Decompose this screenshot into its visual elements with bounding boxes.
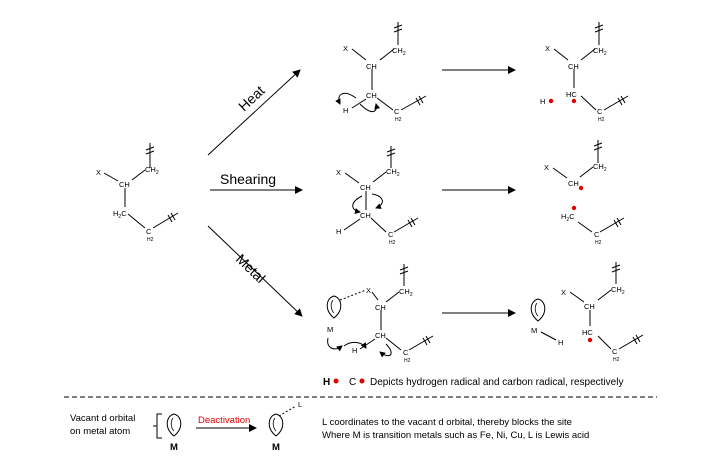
atom-h: H [558, 338, 563, 347]
heat-intermediate: X CH CH2 CH H C H2 [335, 22, 427, 123]
vacant-orbital-label-line2: on metal atom [70, 426, 130, 437]
atom-ch: CH [375, 331, 386, 340]
deactivation-label: Deactivation [198, 415, 250, 426]
atom-x: X [336, 168, 341, 177]
atom-h: H [540, 97, 545, 106]
atom-ch: CH [568, 62, 579, 71]
atom-x: X [561, 288, 566, 297]
electron-shift-arrow [379, 343, 392, 358]
d-orbital-icon [166, 413, 182, 437]
note-line2: Where M is transition metals such as Fe,… [322, 430, 589, 441]
atom-ch2: CH2 [145, 165, 159, 176]
electron-shift-arrow [352, 195, 363, 214]
atom-h: H [336, 227, 341, 236]
atom-c: C [597, 107, 603, 116]
shearing-intermediate: X CH CH2 CH H C H2 [336, 146, 419, 246]
shearing-pathway: Shearing [210, 171, 303, 194]
atom-x: X [545, 44, 550, 53]
atom-h2-subscript: H2 [147, 237, 154, 243]
metal-pathway: Metal [207, 225, 303, 317]
shearing-product: X CH CH2 H2C C H2 [544, 140, 625, 246]
carbon-radical-dot [578, 185, 584, 191]
atom-ch2: CH2 [593, 162, 607, 173]
atom-ch2: CH2 [399, 287, 413, 298]
atom-h: H [343, 106, 348, 115]
lewis-acid-l-label: L [298, 400, 302, 409]
radical-legend: H C Depicts hydrogen radical and carbon … [323, 377, 623, 388]
vacant-orbital-label-line1: Vacant d orbital [70, 413, 135, 424]
d-orbital-icon [268, 413, 284, 437]
atom-h2-subscript: H2 [598, 117, 605, 123]
d-orbital-icon [530, 298, 546, 322]
heat-pathway: Heat [207, 69, 301, 156]
carbon-radical-dot [571, 98, 577, 104]
atom-c: C [594, 230, 600, 239]
atom-h2-subscript: H2 [404, 358, 411, 364]
starting-polymer-chain: X CH CH2 H2C C H2 [96, 143, 179, 243]
carbon-radical-dot [359, 378, 365, 384]
d-orbital-icon [326, 295, 342, 319]
atom-ch: CH [119, 180, 130, 189]
atom-m: M [327, 325, 333, 334]
atom-x: X [343, 44, 348, 53]
atom-x: X [544, 163, 549, 172]
atom-x: X [96, 168, 101, 177]
atom-h2-subscript: H2 [395, 117, 402, 123]
note-line1: L coordinates to the vacant d orbital, t… [322, 417, 572, 428]
electron-shift-arrow [371, 193, 383, 209]
atom-ch: CH [360, 183, 371, 192]
deactivation-explanation: Vacant d orbital on metal atom M Deactiv… [70, 400, 589, 453]
carbon-radical-dot [571, 205, 577, 211]
atom-ch2: CH2 [392, 46, 406, 57]
atom-ch2: CH2 [386, 167, 400, 178]
electron-shift-arrow [359, 103, 381, 112]
metal-m-label: M [170, 442, 178, 453]
atom-h2-subscript: H2 [595, 240, 602, 246]
atom-ch2: CH2 [611, 285, 625, 296]
electron-shift-arrow [327, 337, 343, 352]
atom-ch: CH [366, 62, 377, 71]
hydrogen-radical-dot [333, 378, 339, 384]
shearing-label: Shearing [220, 171, 276, 187]
electron-shift-arrow [343, 341, 367, 349]
atom-h2c: H2C [561, 212, 575, 223]
carbon-radical-dot [587, 337, 593, 343]
bracket-icon [156, 413, 162, 439]
atom-m: M [531, 326, 537, 335]
atom-ch: CH [568, 179, 579, 188]
atom-ch: CH [375, 303, 386, 312]
heat-label: Heat [235, 82, 268, 114]
metal-product: M H X CH CH2 HC C H2 [530, 262, 644, 363]
atom-x: X [366, 286, 371, 295]
atom-c: C [388, 230, 394, 239]
atom-h2c: H2C [113, 209, 127, 220]
legend-hydrogen-label: H [323, 377, 330, 388]
electron-shift-arrow [335, 92, 357, 105]
atom-c: C [394, 107, 400, 116]
heat-product: X CH CH2 HC H C H2 [540, 22, 629, 123]
atom-c: C [146, 227, 152, 236]
atom-hc: HC [566, 90, 577, 99]
atom-ch: CH [584, 302, 595, 311]
atom-ch2: CH2 [593, 46, 607, 57]
atom-h2-subscript: H2 [613, 357, 620, 363]
atom-c: C [403, 348, 409, 357]
atom-h: H [352, 346, 357, 355]
legend-text: Depicts hydrogen radical and carbon radi… [370, 377, 623, 388]
atom-ch: CH [366, 91, 377, 100]
metal-label: Metal [233, 251, 269, 286]
atom-c: C [612, 347, 618, 356]
metal-intermediate: M X CH CH2 CH H C H2 [326, 264, 434, 364]
atom-h2-subscript: H2 [389, 240, 396, 246]
atom-ch: CH [360, 211, 371, 220]
hydrogen-radical-dot [548, 98, 554, 104]
legend-carbon-label: C [349, 377, 356, 388]
atom-hc: HC [582, 328, 593, 337]
metal-m-label: M [272, 442, 280, 453]
